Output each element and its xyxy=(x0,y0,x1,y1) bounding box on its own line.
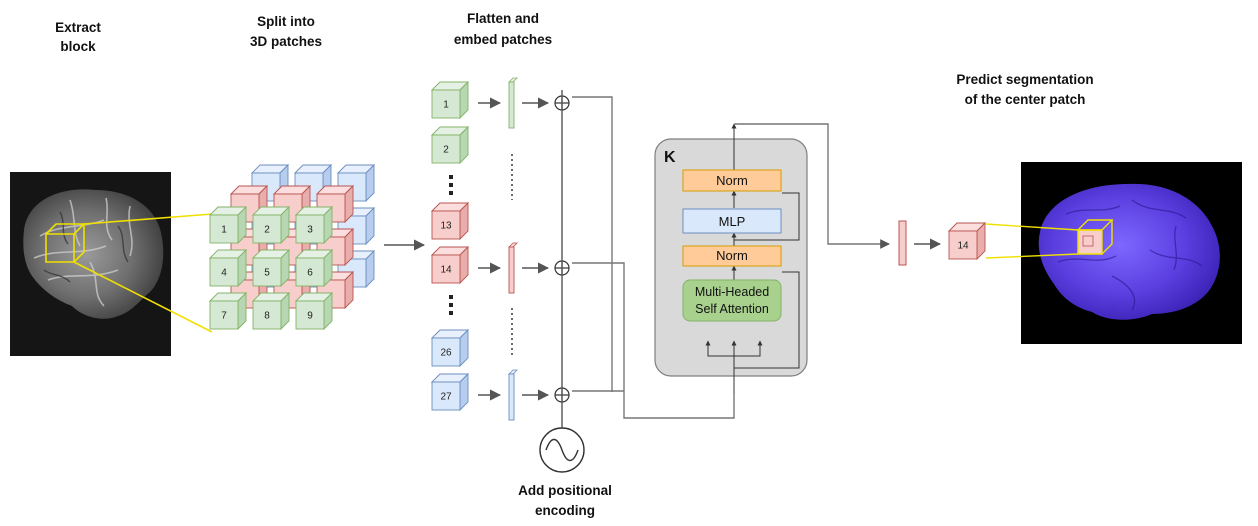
grid-patch-7: 7 xyxy=(208,291,248,331)
sequence-patch-27-number: 27 xyxy=(440,392,452,403)
norm-block-top xyxy=(682,169,782,192)
split-patches-label: Split into 3D patches xyxy=(250,14,322,49)
grid-patch-2-number: 2 xyxy=(264,225,270,236)
extract-label-line1: Extract xyxy=(55,20,101,35)
input-brain-image xyxy=(10,172,171,356)
sequence-patch-14-number: 14 xyxy=(440,265,452,276)
sequence-patch-26: 26 xyxy=(430,328,470,368)
predict-segmentation-label: Predict segmentation of the center patch xyxy=(956,72,1093,107)
sequence-to-transformer-lines xyxy=(572,96,735,419)
flatten-label-line1: Flatten and xyxy=(467,11,539,26)
attention-label-line2: Self Attention xyxy=(695,302,769,316)
sequence-patch-2-number: 2 xyxy=(443,145,449,156)
embedding-bar-14 xyxy=(508,242,518,294)
predict-label-line1: Predict segmentation xyxy=(956,72,1093,87)
flatten-embed-label: Flatten and embed patches xyxy=(454,11,552,47)
grid-patch-1-number: 1 xyxy=(221,225,227,236)
norm-bottom-label: Norm xyxy=(716,248,748,263)
grid-patch-6-number: 6 xyxy=(307,268,313,279)
grid-patch-8: 8 xyxy=(251,291,291,331)
embedding-bar-1 xyxy=(508,77,518,129)
grid-patch-4-number: 4 xyxy=(221,268,227,279)
grid-patch-3: 3 xyxy=(294,205,334,245)
sequence-ellipsis-2 xyxy=(449,295,453,315)
grid-patch-1: 1 xyxy=(208,205,248,245)
output-brain-image xyxy=(1021,162,1242,344)
grid-patch-9: 9 xyxy=(294,291,334,331)
grid-patch-5-number: 5 xyxy=(264,268,270,279)
mlp-block xyxy=(682,208,782,234)
extract-connector-lines xyxy=(73,213,213,333)
positional-encoding-label: Add positional encoding xyxy=(518,483,612,518)
embedding-bar-27 xyxy=(508,369,518,421)
sequence-patch-27: 27 xyxy=(430,372,470,412)
inner-flow-lines xyxy=(705,123,800,394)
output-highlight-cube xyxy=(1076,219,1114,255)
sequence-patch-13-number: 13 xyxy=(440,221,452,232)
predict-label-line2: of the center patch xyxy=(965,92,1086,107)
attention-label-line1: Multi-Headed xyxy=(695,285,769,299)
sequence-patch-13: 13 xyxy=(430,201,470,241)
sequence-patch-1: 1 xyxy=(430,80,470,120)
extract-label-line2: block xyxy=(60,39,96,54)
grid-patch-6: 6 xyxy=(294,248,334,288)
output-patch: 14 xyxy=(947,221,987,261)
grid-patch-3-number: 3 xyxy=(307,225,313,236)
output-patch-number: 14 xyxy=(957,241,969,252)
grid-patch-9-number: 9 xyxy=(307,311,313,322)
transformer-output-line xyxy=(734,123,890,249)
grid-patch-8-number: 8 xyxy=(264,311,270,322)
grid-patch-5: 5 xyxy=(251,248,291,288)
transformer-encoder: K Norm MLP Norm Multi-Headed Self Attent… xyxy=(654,123,808,394)
flatten-label-line2: embed patches xyxy=(454,32,552,47)
sequence-patch-2: 2 xyxy=(430,125,470,165)
sequence-ellipsis-1 xyxy=(449,175,453,195)
grid-patch-2: 2 xyxy=(251,205,291,245)
output-patch-cube: 14 xyxy=(947,221,987,261)
patch-grid: 1 2 3 4 5 6 7 8 9 xyxy=(208,163,376,331)
split-label-line2: 3D patches xyxy=(250,34,322,49)
norm-block-bottom xyxy=(682,245,782,267)
norm-top-label: Norm xyxy=(716,173,748,188)
extract-block-label: Extract block xyxy=(55,20,101,54)
attention-block xyxy=(682,279,782,322)
sequence-patch-26-number: 26 xyxy=(440,348,452,359)
grid-patch-4: 4 xyxy=(208,248,248,288)
grid-patch-7-number: 7 xyxy=(221,311,227,322)
posenc-label-line2: encoding xyxy=(535,503,595,518)
sequence-patch-14: 14 xyxy=(430,245,470,285)
mlp-label: MLP xyxy=(719,214,746,229)
split-label-line1: Split into xyxy=(257,14,315,29)
sine-wave-icon xyxy=(539,427,585,473)
output-embedding-bar xyxy=(898,220,907,266)
sequence-patch-1-number: 1 xyxy=(443,100,449,111)
posenc-label-line1: Add positional xyxy=(518,483,612,498)
output-connector-lines xyxy=(985,223,1079,259)
repeat-count-label: K xyxy=(664,149,676,166)
